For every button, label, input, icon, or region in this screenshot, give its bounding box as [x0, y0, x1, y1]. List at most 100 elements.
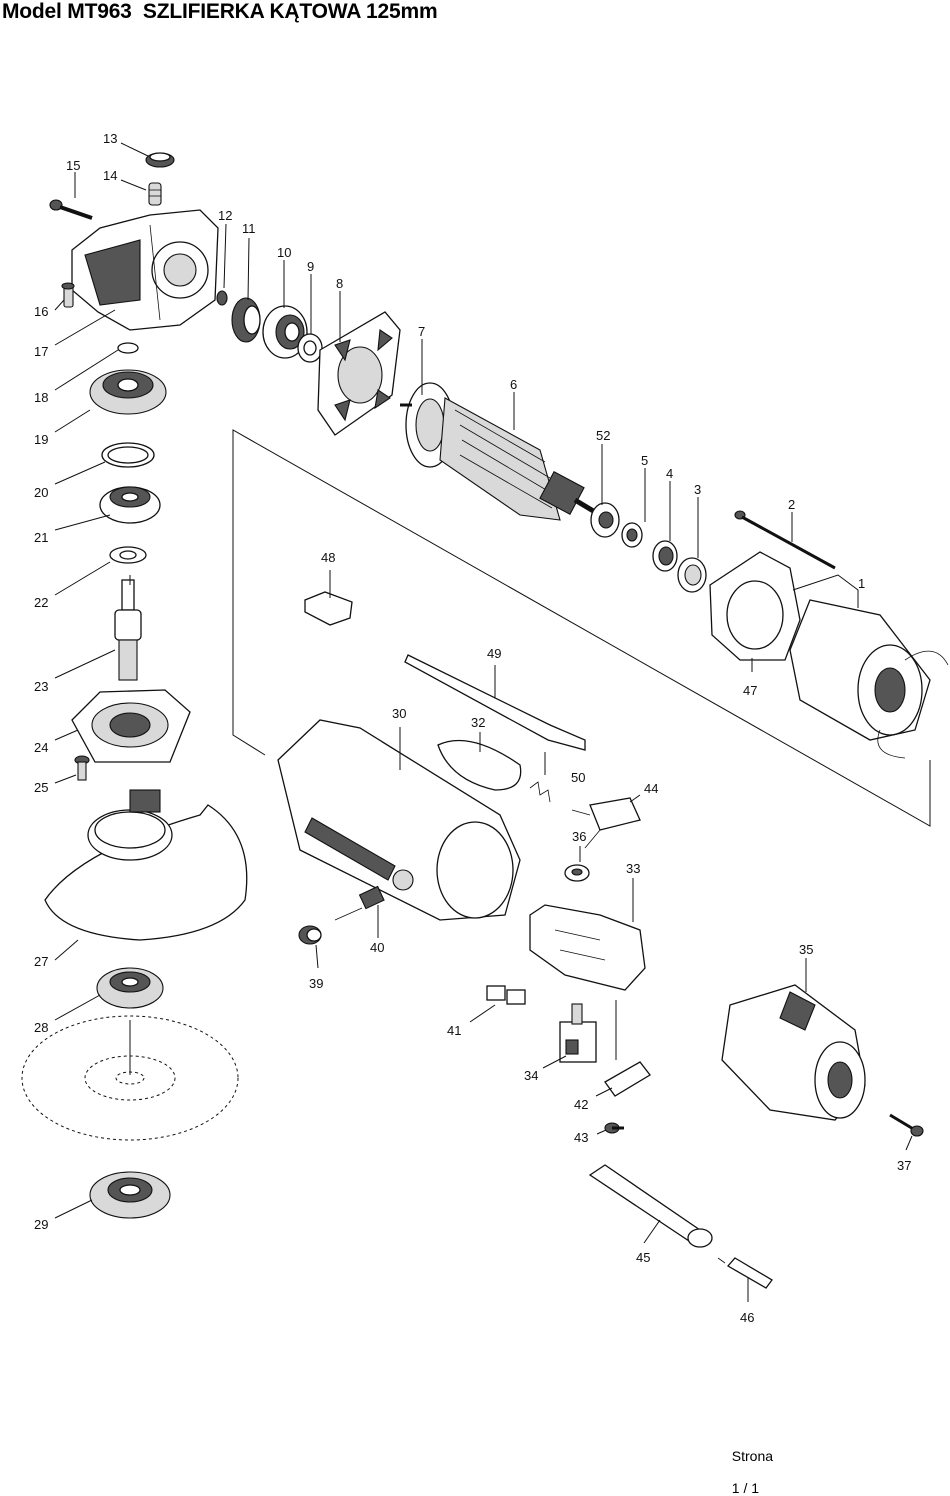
label-part-9: 9: [307, 259, 314, 274]
label-part-18: 18: [34, 390, 48, 405]
leader-lines: [54, 142, 913, 1302]
part-11-spiral-gear: [231, 297, 261, 343]
part-41-connector: [486, 985, 526, 1005]
part-37-screw: [889, 1113, 924, 1137]
label-part-7: 7: [418, 324, 425, 339]
page-label: Strona: [731, 1448, 774, 1464]
part-2-screw: [734, 510, 836, 570]
label-part-24: 24: [34, 740, 48, 755]
assembly-boundary-line: [232, 429, 931, 827]
part-18-retaining-ring: [117, 342, 139, 354]
exploded-parts-diagram: maktec: [21, 131, 949, 1325]
part-1-field-stator: [789, 599, 949, 759]
part-23-spindle: [114, 579, 142, 681]
part-47-motor-baffle: [709, 551, 801, 661]
part-42-strain-relief: [604, 1061, 651, 1097]
part-19-bevel-gear: [89, 369, 167, 415]
part-28-inner-flange: [96, 967, 164, 1009]
label-part-43: 43: [574, 1130, 588, 1145]
label-part-23: 23: [34, 679, 48, 694]
label-part-25: 25: [34, 780, 48, 795]
part-24-bearing-box: [71, 689, 191, 763]
part-17-gear-housing: [71, 209, 219, 331]
label-part-22: 22: [34, 595, 48, 610]
part-34-switch: [559, 1003, 597, 1063]
part-30-motor-housing: [277, 719, 521, 921]
label-part-20: 20: [34, 485, 48, 500]
label-part-39: 39: [309, 976, 323, 991]
label-part-27: 27: [34, 954, 48, 969]
part-27-wheel-guard: [44, 789, 248, 941]
label-part-47: 47: [743, 683, 757, 698]
label-part-6: 6: [510, 377, 517, 392]
label-part-17: 17: [34, 344, 48, 359]
part-43-screw: [604, 1122, 624, 1134]
part-44-capacitor: [571, 797, 641, 849]
part-13-cap: [145, 152, 175, 168]
label-part-30: 30: [392, 706, 406, 721]
label-part-44: 44: [644, 781, 658, 796]
part-21-bearing: [99, 486, 161, 524]
part-labels: 1 2 3 4 5 6 7 8 9 10 11 12 13 14 15 16 1…: [34, 131, 911, 1325]
label-part-3: 3: [694, 482, 701, 497]
label-part-19: 19: [34, 432, 48, 447]
label-part-40: 40: [370, 940, 384, 955]
label-part-52: 52: [596, 428, 610, 443]
part-49-switch-rod: [404, 654, 586, 751]
part-29-lock-nut: [89, 1171, 171, 1219]
part-46-power-cord: [717, 1257, 773, 1289]
part-33-switch-holder: [529, 904, 646, 991]
part-6-armature: [439, 397, 597, 521]
part-52-bearing: [590, 502, 620, 538]
part-32-label-plate: [437, 739, 522, 791]
label-part-11: 11: [242, 221, 256, 236]
label-part-2: 2: [788, 497, 795, 512]
label-part-46: 46: [740, 1310, 754, 1325]
page-title: Model MT963 SZLIFIERKA KĄTOWA 125mm: [2, 0, 438, 23]
part-3-insulation-washer: [677, 557, 707, 593]
part-4-bearing: [652, 540, 678, 572]
label-part-42: 42: [574, 1097, 588, 1112]
part-48-lock-button: [304, 591, 353, 626]
part-8-baffle-plate: [317, 311, 401, 436]
part-35-rear-cover: [721, 984, 866, 1121]
label-part-4: 4: [666, 466, 673, 481]
label-part-45: 45: [636, 1250, 650, 1265]
label-part-21: 21: [34, 530, 48, 545]
label-part-32: 32: [471, 715, 485, 730]
label-part-49: 49: [487, 646, 501, 661]
label-part-33: 33: [626, 861, 640, 876]
label-part-8: 8: [336, 276, 343, 291]
label-part-10: 10: [277, 245, 291, 260]
part-15-screw: [49, 199, 93, 220]
label-part-12: 12: [218, 208, 232, 223]
label-part-1: 1: [858, 576, 865, 591]
label-part-48: 48: [321, 550, 335, 565]
part-50-spring: [529, 781, 551, 803]
label-part-15: 15: [66, 158, 80, 173]
part-5-washer: [621, 522, 643, 548]
page-footer: Strona 1 / 1: [724, 1432, 773, 1496]
part-39-brush-cap: [298, 925, 322, 945]
label-part-13: 13: [103, 131, 117, 146]
part-14-spring: [148, 182, 162, 206]
label-part-34: 34: [524, 1068, 538, 1083]
part-22-washer: [109, 546, 147, 564]
part-45-cord-guard: [588, 1164, 713, 1248]
part-25-screw: [74, 755, 90, 781]
label-part-36: 36: [572, 829, 586, 844]
page-number: 1 / 1: [731, 1480, 760, 1496]
part-40-carbon-brush: [334, 885, 385, 921]
label-part-35: 35: [799, 942, 813, 957]
part-9-washer: [297, 333, 323, 363]
part-12-pin: [216, 290, 228, 306]
label-part-37: 37: [897, 1158, 911, 1173]
label-part-50: 50: [571, 770, 585, 785]
part-20-retaining-ring: [101, 442, 155, 468]
label-part-5: 5: [641, 453, 648, 468]
label-part-41: 41: [447, 1023, 461, 1038]
label-part-14: 14: [103, 168, 117, 183]
label-part-29: 29: [34, 1217, 48, 1232]
part-36-nut: [564, 864, 590, 882]
part-10-bearing: [262, 305, 308, 359]
